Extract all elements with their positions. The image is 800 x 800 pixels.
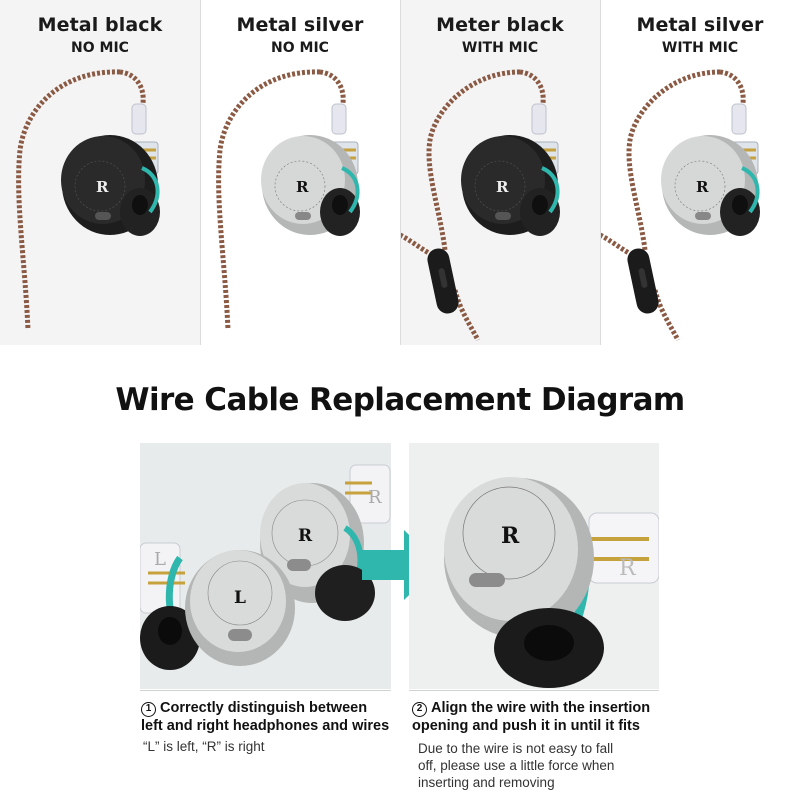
- divider: [140, 690, 391, 691]
- step-2-line1: Align the wire with the insertion: [431, 700, 651, 716]
- earphone-black-mic-image: R: [400, 69, 560, 342]
- variant-metal-black-no-mic: Metal black NO MIC R: [0, 0, 200, 345]
- variant-strip: Metal black NO MIC R Metal silver NO MIC: [0, 0, 800, 345]
- svg-text:R: R: [501, 523, 520, 549]
- step-2-title: 2 Align the wire with the insertion openi…: [412, 699, 650, 735]
- svg-text:L: L: [154, 549, 166, 570]
- earphone-silver-mic-image: R: [600, 69, 760, 342]
- svg-text:L: L: [234, 588, 246, 608]
- svg-text:R: R: [368, 487, 382, 508]
- earphone-silver-image: R: [216, 69, 360, 331]
- step-number-badge: 2: [412, 702, 427, 717]
- divider: [200, 0, 201, 345]
- variant-subtitle: NO MIC: [271, 40, 329, 56]
- step-2-description-line1: Due to the wire is not easy to fall: [418, 741, 614, 756]
- variant-metal-silver-no-mic: Metal silver NO MIC R: [200, 0, 400, 345]
- step-2-line2: opening and push it in until it fits: [412, 718, 640, 734]
- divider: [600, 0, 601, 345]
- variant-meter-black-with-mic: Meter black WITH MIC R: [400, 0, 600, 345]
- step-1-title: 1 Correctly distinguish between left and …: [141, 699, 389, 735]
- variant-title: Meter black: [436, 14, 564, 36]
- divider: [409, 690, 659, 691]
- variant-metal-silver-with-mic: Metal silver WITH MIC R: [600, 0, 800, 345]
- variant-subtitle: WITH MIC: [661, 40, 739, 56]
- step-2-description-line3: inserting and removing: [418, 775, 555, 790]
- variant-title: Metal silver: [236, 14, 364, 36]
- earphone-black-image: R: [16, 69, 160, 331]
- diagram-title: Wire Cable Replacement Diagram: [115, 382, 685, 418]
- step-1-description: “L” is left, “R” is right: [143, 739, 265, 754]
- divider: [400, 0, 401, 345]
- variant-title: Metal black: [37, 14, 163, 36]
- svg-text:R: R: [619, 556, 637, 581]
- step-1-line1: Correctly distinguish between: [160, 700, 368, 716]
- svg-text:R: R: [296, 178, 309, 196]
- step-1-line2: left and right headphones and wires: [141, 718, 390, 734]
- variant-title: Metal silver: [636, 14, 764, 36]
- svg-text:R: R: [298, 526, 313, 546]
- insert-wire-image: R R: [409, 443, 659, 689]
- svg-text:R: R: [696, 178, 709, 196]
- svg-text:R: R: [96, 178, 109, 196]
- variant-subtitle: WITH MIC: [461, 40, 539, 56]
- step-2-description-line2: off, please use a little force when: [418, 758, 615, 773]
- variant-subtitle: NO MIC: [71, 40, 129, 56]
- left-right-earphones-image: R R L L: [140, 443, 391, 689]
- svg-text:R: R: [496, 178, 509, 196]
- step-number-badge: 1: [141, 702, 156, 717]
